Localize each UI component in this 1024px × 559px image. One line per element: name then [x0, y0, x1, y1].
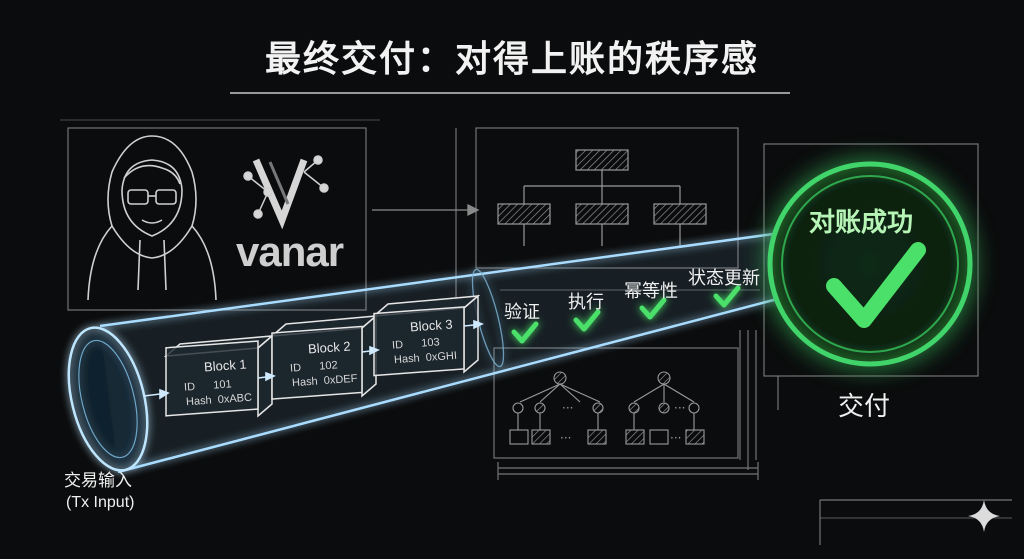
step-idempotency: 幂等性 — [624, 281, 678, 302]
checkmark-icon — [826, 242, 926, 328]
hacker-avatar-icon — [87, 135, 217, 301]
merkle-tree-diagram: ··· ··· ··· ··· — [509, 371, 705, 445]
block-3-title: Block 3 — [409, 316, 454, 335]
step-verify: 验证 — [504, 302, 540, 323]
checkmark-icon — [639, 297, 667, 320]
vanar-wordmark: vanar — [236, 228, 344, 275]
delivery-label: 交付 — [838, 392, 891, 422]
checkmark-icon — [713, 285, 741, 308]
svg-text:···: ··· — [670, 431, 681, 445]
success-badge-text: 对账成功 — [809, 208, 914, 238]
input-label-cn: 交易输入 — [64, 471, 132, 491]
step-checks — [511, 285, 741, 344]
svg-text:···: ··· — [560, 431, 571, 445]
block-1-title: Block 1 — [203, 356, 248, 375]
block-2 — [269, 314, 379, 400]
logo-arrow — [372, 203, 480, 217]
title-underline — [230, 92, 790, 94]
block-3 — [371, 294, 481, 377]
sparkle-icon — [968, 500, 1000, 532]
step-execute: 执行 — [568, 292, 604, 313]
checkmark-icon — [511, 321, 539, 344]
flow-arrows — [143, 319, 484, 400]
hierarchy-diagram-top — [497, 149, 707, 246]
input-label-en: (Tx Input) — [66, 494, 135, 511]
svg-text:···: ··· — [562, 401, 573, 415]
page-title: 最终交付：对得上账的秩序感 — [264, 39, 759, 80]
step-state-update: 状态更新 — [688, 268, 760, 289]
success-badge — [767, 161, 973, 367]
checkmark-icon — [573, 309, 601, 332]
block-2-title: Block 2 — [307, 338, 352, 357]
svg-text:···: ··· — [674, 401, 685, 415]
vanar-logo-icon — [243, 155, 329, 230]
